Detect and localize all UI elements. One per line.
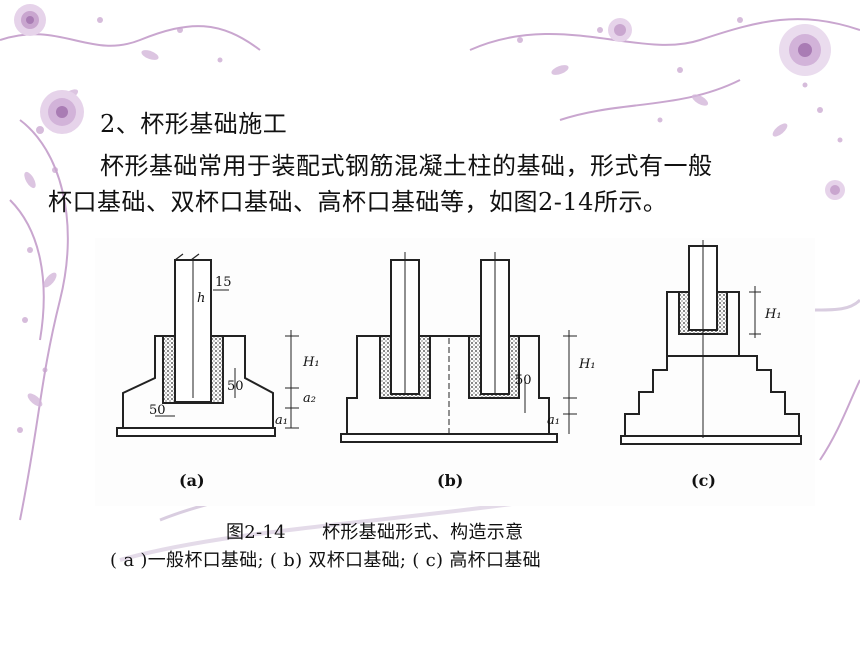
sub-label-c: (c): [691, 471, 716, 490]
paragraph-line-2: 杯口基础、双杯口基础、高杯口基础等，如图2-14所示。: [48, 188, 668, 216]
dim-a-h1: H₁: [302, 355, 320, 370]
dim-a-50-bottom: 50: [149, 403, 166, 418]
sub-label-a: (a): [179, 471, 205, 490]
dim-b-h1: H₁: [578, 357, 596, 372]
drawing-a: [116, 253, 299, 437]
foundation-figure: 15 h H₁ 50 50 a₂ a₁ H₁ 50 a₁ H₁ (a) (b) …: [95, 238, 815, 506]
drawing-c: [620, 240, 802, 445]
dim-a-50-side: 50: [227, 379, 244, 394]
dim-a-15: 15: [215, 275, 232, 290]
dim-b-a1: a₁: [547, 413, 560, 428]
dim-a-h: h: [197, 291, 205, 306]
dim-b-50: 50: [515, 373, 532, 388]
foundation-drawings: 15 h H₁ 50 50 a₂ a₁ H₁ 50 a₁ H₁ (a) (b) …: [116, 240, 802, 490]
figure-caption-legend: ( a )一般杯口基础; ( b) 双杯口基础; ( c) 高杯口基础: [110, 550, 541, 571]
section-heading: 2、杯形基础施工: [100, 110, 288, 138]
paragraph-line-1: 杯形基础常用于装配式钢筋混凝土柱的基础，形式有一般: [100, 152, 713, 180]
dim-a-a1: a₁: [275, 413, 288, 428]
drawing-b: [340, 252, 577, 443]
dim-c-h1: H₁: [764, 307, 782, 322]
figure-caption-title: 图2-14 杯形基础形式、构造示意: [226, 522, 524, 543]
sub-label-b: (b): [437, 471, 463, 490]
dim-a-a2: a₂: [303, 391, 316, 406]
